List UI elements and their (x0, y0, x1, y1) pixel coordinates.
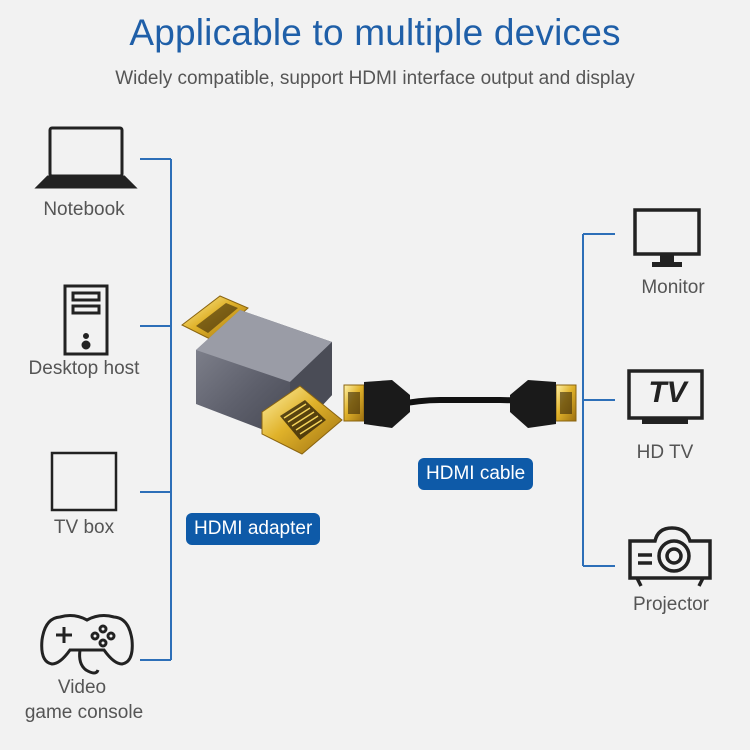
hdmi-adapter-tag: HDMI adapter (186, 513, 321, 545)
projector-icon (628, 526, 712, 587)
tv-icon-text: TV (648, 376, 687, 409)
device-label-monitor: Monitor (641, 277, 705, 298)
device-label-tv-box: TV box (53, 517, 115, 538)
page-subtitle: Widely compatible, support HDMI interfac… (115, 68, 635, 89)
monitor-icon (633, 208, 701, 267)
tv-icon (627, 369, 704, 424)
tv-box-icon (50, 451, 118, 512)
device-label-notebook: Notebook (43, 199, 125, 220)
device-label-hd-tv: HD TV (636, 442, 694, 463)
device-label-projector: Projector (632, 594, 710, 615)
hdmi-cable-tag: HDMI cable (418, 458, 534, 490)
device-label-game-console: game console (24, 702, 144, 723)
page-title: Applicable to multiple devices (129, 12, 621, 53)
laptop-icon (34, 126, 138, 189)
gamepad-icon (40, 614, 134, 675)
desktop-tower-icon (63, 284, 109, 356)
device-label-desktop-host: Desktop host (28, 358, 140, 379)
device-label-video: Video (57, 677, 107, 698)
